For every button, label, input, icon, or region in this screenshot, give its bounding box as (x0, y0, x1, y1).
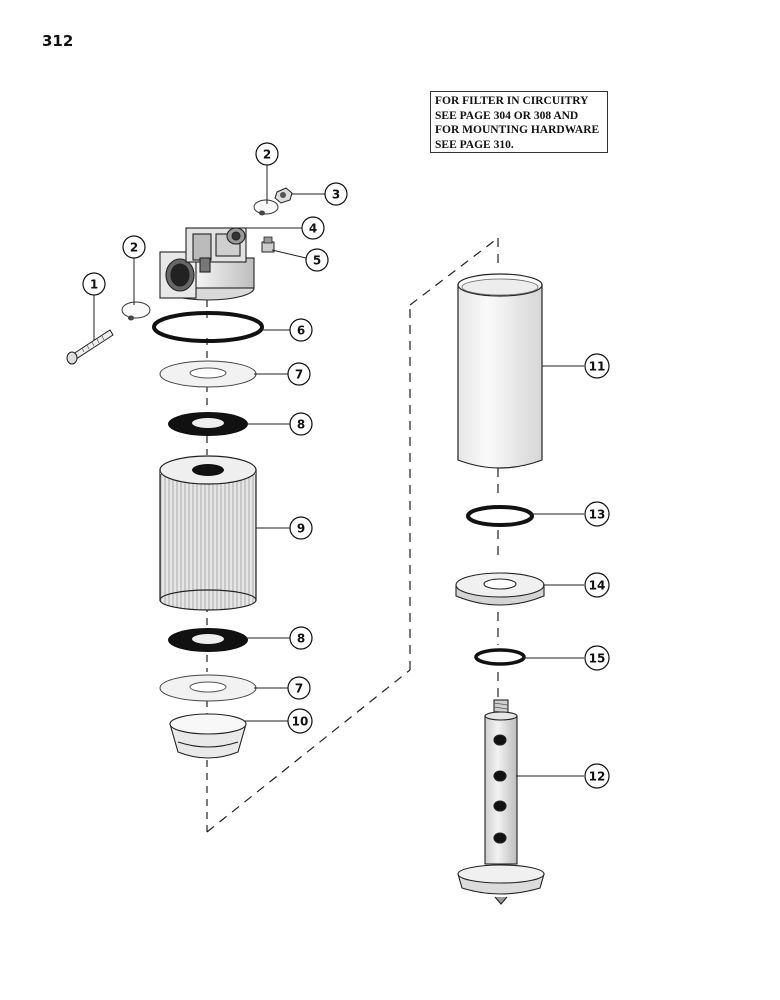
svg-text:10: 10 (292, 715, 309, 729)
filter-element (159, 455, 257, 611)
plug-part (261, 236, 275, 253)
callout-10: 10 (287, 708, 313, 734)
svg-text:3: 3 (332, 188, 340, 202)
washer-left (121, 301, 151, 321)
flat-washer-upper (159, 360, 257, 388)
svg-text:8: 8 (297, 418, 305, 432)
svg-text:14: 14 (589, 579, 606, 593)
callout-5: 5 (305, 248, 329, 272)
note-line-3: FOR MOUNTING HARDWARE (435, 124, 600, 136)
svg-text:12: 12 (589, 770, 606, 784)
svg-text:5: 5 (313, 254, 321, 268)
note-line-1: FOR FILTER IN CIRCUITRY (435, 95, 589, 107)
callout-6: 6 (289, 318, 313, 342)
seal-lower (168, 628, 248, 652)
seal-upper (168, 412, 248, 436)
svg-text:6: 6 (297, 324, 305, 338)
note-line-4: SEE PAGE 310. (435, 138, 514, 151)
svg-text:2: 2 (130, 241, 138, 255)
nut-part (274, 187, 293, 204)
callout-7-lower: 7 (287, 676, 311, 700)
svg-text:2: 2 (263, 148, 271, 162)
snap-ring-upper (466, 505, 534, 527)
washer-top (253, 199, 279, 216)
cup-part (169, 713, 247, 759)
note-line-2: SEE PAGE 304 OR 308 AND (435, 109, 579, 122)
callout-1: 1 (82, 272, 106, 296)
svg-text:7: 7 (295, 682, 303, 696)
svg-text:9: 9 (297, 522, 305, 536)
callout-2-left: 2 (122, 235, 146, 259)
assembly-transfer-line (206, 237, 499, 833)
callout-8-upper: 8 (289, 412, 313, 436)
leader-lines (93, 165, 584, 777)
callout-12: 12 (584, 763, 610, 789)
bolt-part (66, 329, 114, 365)
flat-washer-lower (159, 674, 257, 702)
filter-shell (457, 273, 543, 469)
callout-13: 13 (584, 501, 610, 527)
callout-4: 4 (301, 216, 325, 240)
filter-head (159, 227, 255, 301)
o-ring-large (152, 311, 264, 343)
reference-note-box: FOR FILTER IN CIRCUITRY SEE PAGE 304 OR … (430, 91, 608, 153)
base-plate (455, 572, 545, 606)
svg-text:15: 15 (589, 652, 606, 666)
page-number: 312 (42, 32, 74, 50)
callout-14: 14 (584, 572, 610, 598)
snap-ring-lower (474, 648, 526, 666)
callout-15: 15 (584, 645, 610, 671)
svg-text:11: 11 (589, 360, 606, 374)
svg-text:8: 8 (297, 632, 305, 646)
svg-text:1: 1 (90, 278, 98, 292)
callout-8-lower: 8 (289, 626, 313, 650)
callout-3: 3 (324, 182, 348, 206)
svg-text:13: 13 (589, 508, 606, 522)
callout-11: 11 (584, 353, 610, 379)
svg-text:7: 7 (295, 368, 303, 382)
callout-7-upper: 7 (287, 362, 311, 386)
callout-9: 9 (289, 516, 313, 540)
center-tube (457, 699, 545, 905)
svg-text:4: 4 (309, 222, 317, 236)
callout-2-top: 2 (255, 142, 279, 166)
